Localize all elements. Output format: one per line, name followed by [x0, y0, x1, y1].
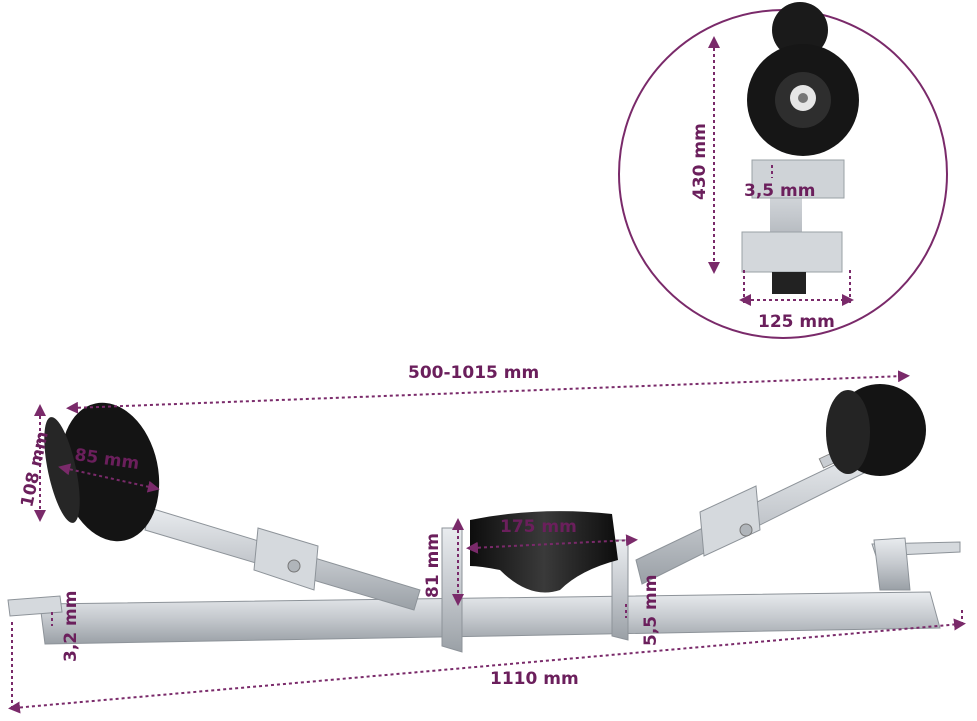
roller-assembly	[7, 384, 961, 653]
right-post	[873, 537, 911, 591]
detail-inset	[618, 2, 948, 339]
left-arm-clamp	[253, 527, 319, 591]
center-roller-length-line	[466, 534, 638, 554]
total-length-label: 1110 mm	[490, 669, 579, 689]
inset-height-label: 430 mm	[690, 123, 710, 200]
center-roller-length-label: 175 mm	[500, 517, 577, 537]
base-thickness-label: 3,2 mm	[61, 591, 81, 662]
right-arm-clamp	[699, 485, 761, 557]
inset-base-plate	[741, 231, 843, 273]
inset-thickness-label: 3,5 mm	[744, 181, 815, 201]
adjustable-width-label: 500-1015 mm	[408, 363, 539, 383]
inset-width-label: 125 mm	[758, 312, 835, 332]
inset-base-rubber	[772, 272, 806, 294]
center-roller-diameter-label: 81 mm	[423, 533, 443, 598]
total-length-line	[8, 618, 966, 714]
base-rail	[39, 591, 941, 645]
base-end-plate-left	[7, 595, 63, 617]
inset-roller-top	[772, 2, 828, 58]
inset-bracket	[751, 159, 845, 199]
adjustable-width-line	[66, 370, 910, 414]
side-roller-diameter-label: 108 mm	[17, 430, 53, 509]
bracket-thickness-label: 5,5 mm	[641, 575, 661, 646]
